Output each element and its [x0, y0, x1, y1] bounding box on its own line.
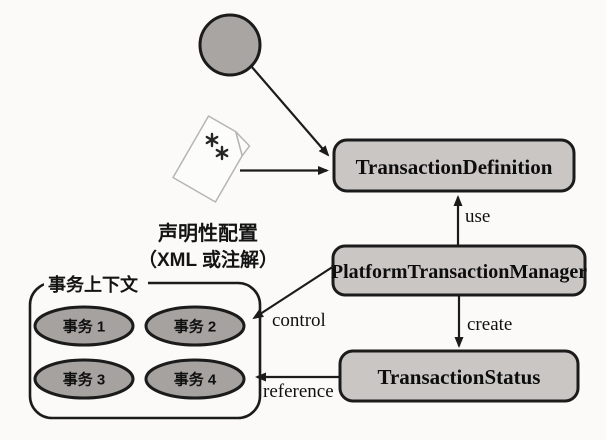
class-label-transaction-definition: TransactionDefinition [356, 155, 553, 179]
edge-label-control: control [272, 310, 326, 331]
declarative-config-caption-line1: 声明性配置 [157, 221, 258, 245]
class-label-platform-transaction-manager: PlatformTransactionManager [331, 261, 587, 283]
actor-circle-icon [198, 13, 262, 77]
class-box-transaction-definition [332, 138, 576, 193]
edge-label-use: use [465, 206, 490, 227]
transaction-ellipses: 事务 1 事务 2 事务 3 事务 4 [33, 305, 246, 400]
config-document-icon [172, 115, 251, 203]
transaction-ellipse-2 [144, 305, 246, 347]
transaction-ellipse-4-label: 事务 4 [174, 371, 217, 389]
edge-actor-to-definition [250, 65, 330, 157]
document-folded-corner [235, 131, 251, 157]
transaction-ellipse-1-label: 事务 1 [63, 318, 106, 336]
transaction-ellipse-1 [33, 305, 135, 347]
edge-label-create: create [467, 314, 512, 335]
transaction-ellipse-2-label: 事务 2 [174, 318, 217, 336]
class-label-transaction-status: TransactionStatus [378, 365, 541, 389]
asterisk-icon [215, 145, 229, 161]
edge-label-reference: reference [263, 381, 334, 402]
transaction-context-label-bg [44, 274, 148, 293]
class-box-platform-transaction-manager [331, 244, 587, 297]
transaction-ellipse-3-label: 事务 3 [63, 371, 106, 389]
declarative-config-caption-line2: （XML 或注解） [138, 248, 278, 271]
edge-control [252, 265, 335, 320]
asterisk-icon [205, 132, 219, 148]
document-page [172, 115, 243, 203]
transaction-ellipse-4 [144, 358, 246, 400]
transaction-context-label: 事务上下文 [48, 274, 139, 295]
transaction-ellipse-3 [33, 358, 135, 400]
